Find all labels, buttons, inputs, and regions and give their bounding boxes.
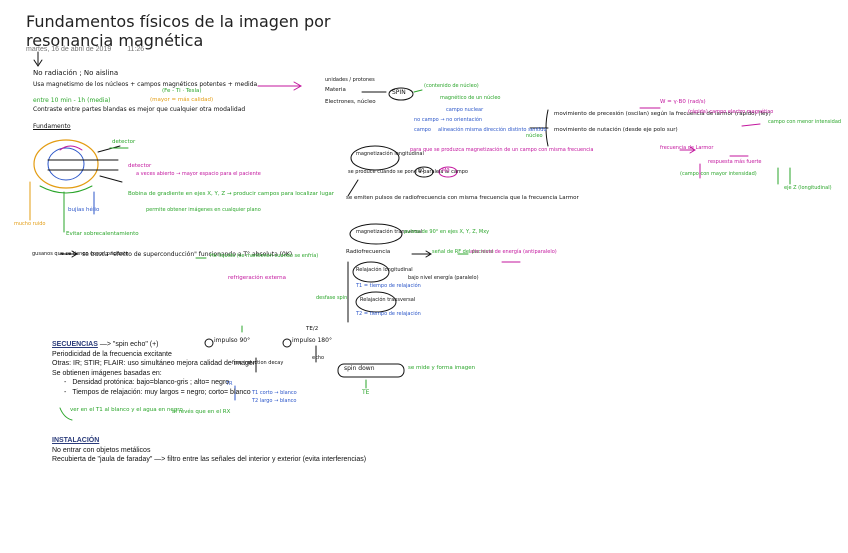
note-relajacion-transversal: Relajación transversal (360, 298, 415, 303)
sequences-line4: Se obtienen imágenes basadas en: (52, 369, 352, 379)
note-te: TE (362, 390, 369, 396)
note-se-emiten: se emiten pulsos de radiofrecuencia con … (346, 196, 579, 202)
note-nucleo: núcleo (526, 134, 543, 139)
note-momento: magnético de un núcleo (440, 96, 500, 101)
sequences-bullets: Densidad protónica: bajo=blanco-gris ; a… (52, 378, 352, 397)
note-materia: Materia (325, 88, 346, 94)
sequences-bullet: Densidad protónica: bajo=blanco-gris ; a… (74, 378, 352, 388)
note-nutacion: movimiento de nutación (desde eje polo s… (554, 128, 678, 134)
note-campo-mayor: (campo con mayor intensidad) (680, 172, 757, 177)
note-helio: He líquido (se mantienen cuando se enfrí… (210, 254, 318, 259)
note-t2-largo: T2 largo → blanco (252, 399, 296, 404)
note-entre: entre 10 min - 1h (media) (33, 98, 111, 104)
sequences-line3: Otras: IR; STIR; FLAIR: uso simultáneo m… (52, 359, 352, 369)
note-al-reves: al revés que en el RX (172, 410, 230, 416)
note-fundamento: Fundamento (33, 124, 71, 130)
note-se-produce: se produce cuando se pone a paralela al … (348, 170, 468, 175)
note-dentro: permite obtener imágenes en cualquier pl… (146, 208, 261, 213)
note-t2: T2 = tiempo de relajación (356, 312, 421, 317)
sequences-line2: Periodicidad de la frecuencia excitante (52, 350, 352, 360)
spin-label: SPIN (392, 90, 406, 96)
note-no-campo: no campo → no orientación (414, 118, 482, 123)
note-campo-debil: campo con menor intensidad (768, 120, 841, 125)
sequences-line1: —> "spin echo" (+) (98, 341, 159, 348)
note-sobrecalentamiento: Evitar sobrecalentamiento (66, 232, 139, 238)
note-refrigeracion: refrigeración externa (228, 276, 286, 282)
note-eje-z: eje Z (longitudinal) (784, 186, 832, 191)
note-mayor-calidad: (mayor = más calidad) (150, 98, 213, 104)
note-contraste: Contraste entre partes blandas es mejor … (33, 107, 245, 113)
note-omega: W = γ·B0 (rad/s) (660, 100, 706, 106)
sequences-bullet: Tiempos de relajación: muy largos = negr… (74, 388, 352, 398)
note-te2: TE/2 (306, 327, 318, 333)
note-a-veces: a veces abierto → mayor espacio para el … (136, 172, 261, 177)
note-alto-nivel: alto nivel de energía (antiparalelo) (470, 250, 557, 255)
note-electrones: Electrones, núcleo (325, 100, 376, 106)
note-campo-electro: (rápida) campo electro magnético (688, 110, 773, 115)
note-detector-top: detector (112, 140, 135, 146)
note-no-radiacion: No radiación ; No aislina (33, 70, 118, 77)
note-usa-magnetismo: Usa magnetismo de los núcleos + campos m… (33, 82, 257, 88)
note-unidades: unidades / protones (325, 78, 375, 83)
installation-heading: INSTALACIÓN (52, 436, 392, 446)
note-eq: E0 (418, 169, 424, 174)
note-fe-ti: (Fe - Ti · Tesla) (162, 89, 202, 95)
note-campo-nuclear: campo nuclear (446, 108, 483, 113)
note-radiofrecuencia: Radiofrecuencia (346, 250, 390, 256)
note-bobina: Bobina de gradiente en ejes X, Y, Z → pr… (128, 192, 334, 198)
sequences-heading: SECUENCIAS (52, 341, 98, 348)
installation-section: INSTALACIÓN No entrar con objetos metáli… (52, 436, 392, 465)
sequences-section: SECUENCIAS —> "spin echo" (+) Periodicid… (52, 340, 352, 398)
note-blanco-negro: ver en el T1 al blanco y el agua en negr… (70, 408, 183, 414)
note-m0: M0 (442, 169, 450, 174)
note-detector: detector (128, 164, 151, 170)
note-bajo-nivel: bajo nivel energía (paralelo) (408, 276, 479, 281)
note-relajacion-longitudinal: Relajación longitudinal (356, 268, 413, 273)
note-ruido: mucho ruido (14, 222, 45, 227)
note-desfase: desfase spin (316, 296, 347, 301)
note-contenido-nucleo: (contenido de núcleo) (424, 84, 479, 89)
installation-line2: Recubierta de "jaula de faraday" —> filt… (52, 455, 392, 465)
installation-line1: No entrar con objetos metálicos (52, 446, 392, 456)
note-t1: T1 = tiempo de relajación (356, 284, 421, 289)
note-campo: campo (414, 128, 431, 133)
note-bujias: bujías hélio (68, 208, 99, 214)
note-para-que: para que se produzca magnetización de un… (410, 148, 594, 153)
note-frecuencia: frecuencia de Larmor (660, 146, 713, 151)
note-respuesta: respuesta más fuerte (708, 160, 762, 165)
note-se-mide: se mide y forma imagen (408, 366, 475, 372)
note-pulsos-90: pulsos de 90° en ejes X, Y, Z, Mxy (404, 230, 489, 235)
